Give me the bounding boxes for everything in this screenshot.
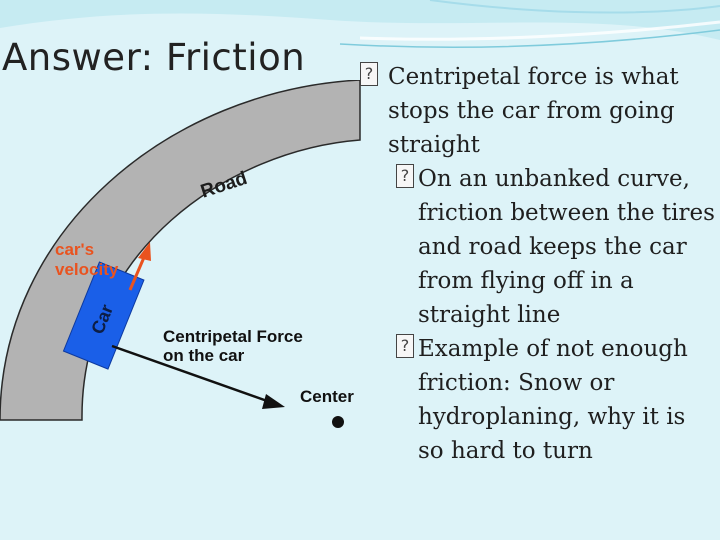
velocity-arrowhead <box>138 242 151 261</box>
force-label-line2: on the car <box>163 346 245 365</box>
force-arrowhead <box>262 394 285 409</box>
bullet-1: ? Centripetal force is what stops the ca… <box>360 60 716 162</box>
bullet-2: ? On an unbanked curve, friction between… <box>360 162 716 332</box>
center-label: Center <box>300 387 354 406</box>
bullet-marker-icon: ? <box>396 164 414 188</box>
bullet-3-text: Example of not enough friction: Snow or … <box>418 336 688 464</box>
bullet-1-text: Centripetal force is what stops the car … <box>388 64 679 158</box>
slide-title: Answer: Friction <box>2 36 306 79</box>
bullet-marker-icon: ? <box>396 334 414 358</box>
car: Car <box>62 261 145 370</box>
bullet-marker-icon: ? <box>360 62 378 86</box>
velocity-arrow <box>128 254 147 291</box>
bullet-2-text: On an unbanked curve, friction between t… <box>418 166 715 328</box>
center-point <box>332 416 344 428</box>
force-arrow <box>111 344 271 404</box>
friction-diagram: Road Car car's velocity Centripetal Forc… <box>0 80 361 428</box>
velocity-label-line1: car's <box>55 240 94 259</box>
force-label-line1: Centripetal Force <box>163 327 303 346</box>
bullet-3: ? Example of not enough friction: Snow o… <box>360 332 716 468</box>
velocity-label-line2: velocity <box>55 260 119 279</box>
bullet-list: ? Centripetal force is what stops the ca… <box>360 60 716 468</box>
